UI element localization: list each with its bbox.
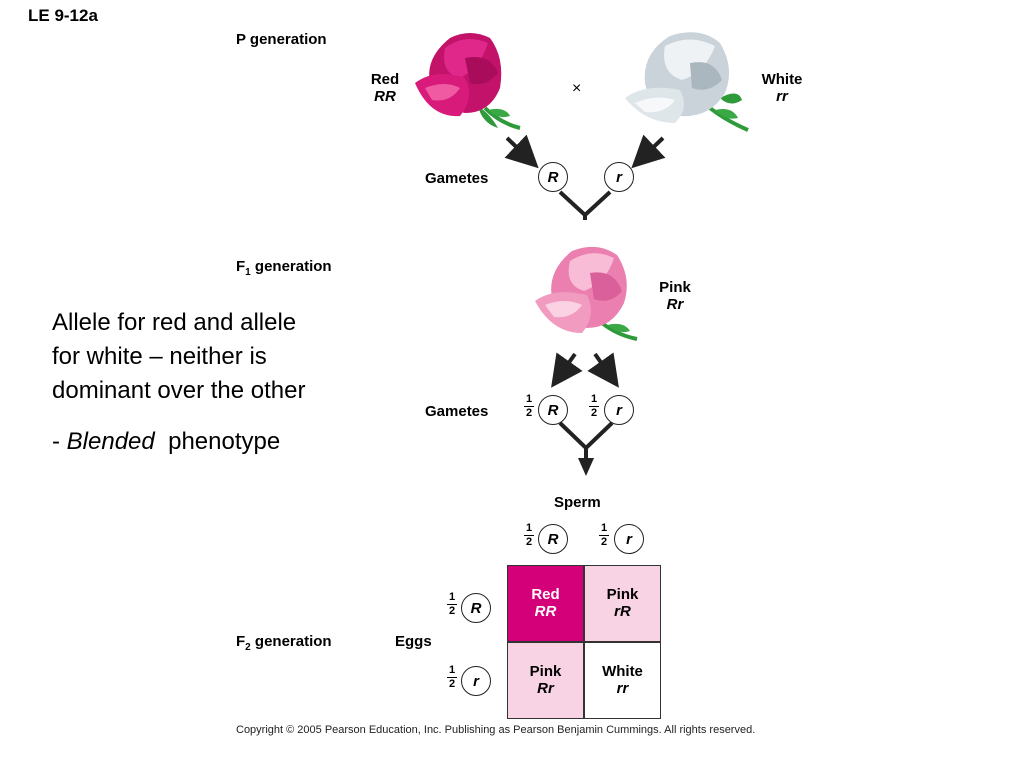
sperm-allele-r: r bbox=[614, 524, 644, 554]
f1-gamete-R: R bbox=[538, 395, 568, 425]
cell-name: Pink bbox=[606, 586, 639, 603]
cell-genotype: Rr bbox=[537, 680, 554, 697]
note-text: Allele for red and allele for white – ne… bbox=[52, 306, 306, 408]
punnett-cell-Rr: Pink Rr bbox=[507, 642, 584, 719]
frac-den: 2 bbox=[600, 536, 608, 548]
cell-name: Red bbox=[531, 586, 560, 603]
frac-den: 2 bbox=[525, 536, 533, 548]
f2-label-prefix: F bbox=[236, 633, 246, 650]
p-gametes-label: Gametes bbox=[425, 170, 489, 187]
frac-den: 2 bbox=[525, 407, 533, 419]
cell-genotype: rR bbox=[614, 603, 631, 620]
frac-den: 2 bbox=[448, 605, 456, 617]
cross-symbol: × bbox=[572, 80, 582, 97]
p-gamete-r: r bbox=[604, 162, 634, 192]
frac-num: 1 bbox=[590, 393, 598, 405]
white-flower-icon bbox=[625, 32, 749, 132]
sperm-allele-R: R bbox=[538, 524, 568, 554]
f2-label-sub: 2 bbox=[245, 642, 251, 653]
note-blended: - Blended phenotype bbox=[52, 425, 280, 459]
cell-name: Pink bbox=[529, 663, 562, 680]
parent1-name: Red bbox=[370, 71, 400, 88]
egg-allele-R: R bbox=[461, 593, 491, 623]
f1-gamete-arrows bbox=[551, 352, 619, 476]
f1-label-prefix: F bbox=[236, 258, 246, 275]
punnett-cell-rR: Pink rR bbox=[584, 565, 661, 642]
f1-gametes-label: Gametes bbox=[425, 403, 489, 420]
slide-title: LE 9-12a bbox=[28, 6, 98, 25]
frac-num: 1 bbox=[448, 664, 456, 676]
f2-generation-label: F2 generation bbox=[236, 633, 332, 653]
f1-offspring-name: Pink bbox=[659, 279, 691, 296]
sperm-label: Sperm bbox=[554, 494, 601, 511]
note-line-3: dominant over the other bbox=[52, 377, 306, 404]
f1-offspring-genotype: Rr bbox=[666, 296, 684, 313]
note-dash: - bbox=[52, 428, 67, 455]
note-line-1: Allele for red and allele bbox=[52, 309, 297, 336]
f1-generation-label: F1 generation bbox=[236, 258, 332, 278]
f1-offspring-label: Pink Rr bbox=[650, 279, 700, 313]
parent1-genotype: RR bbox=[374, 88, 396, 105]
egg-allele-r: r bbox=[461, 666, 491, 696]
note-emph: Blended bbox=[66, 428, 155, 455]
red-flower-icon bbox=[415, 33, 521, 130]
note-rest: phenotype bbox=[168, 428, 281, 455]
cell-genotype: RR bbox=[534, 603, 557, 620]
f1-label-suffix: generation bbox=[254, 258, 332, 275]
punnett-cell-rr: White rr bbox=[584, 642, 661, 719]
parent1-label: Red RR bbox=[360, 71, 410, 105]
frac-num: 1 bbox=[525, 393, 533, 405]
copyright-text: Copyright © 2005 Pearson Education, Inc.… bbox=[236, 724, 756, 736]
parent2-genotype: rr bbox=[776, 88, 788, 105]
p-gamete-arrows bbox=[504, 134, 666, 220]
punnett-square: Red RR Pink rR Pink Rr White rr bbox=[507, 565, 661, 719]
p-gamete-R: R bbox=[538, 162, 568, 192]
cell-genotype: rr bbox=[616, 680, 629, 697]
pink-flower-icon bbox=[535, 246, 638, 341]
f1-label-sub: 1 bbox=[245, 267, 251, 278]
f1-gamete-r: r bbox=[604, 395, 634, 425]
frac-num: 1 bbox=[448, 591, 456, 603]
frac-den: 2 bbox=[590, 407, 598, 419]
p-generation-label: P generation bbox=[236, 31, 327, 48]
frac-num: 1 bbox=[525, 522, 533, 534]
eggs-label: Eggs bbox=[395, 633, 432, 650]
parent2-label: White rr bbox=[752, 71, 812, 105]
frac-den: 2 bbox=[448, 678, 456, 690]
f2-label-suffix: generation bbox=[254, 633, 332, 650]
parent2-name: White bbox=[761, 71, 803, 88]
note-line-2: for white – neither is bbox=[52, 343, 267, 370]
cell-name: White bbox=[602, 663, 643, 680]
punnett-cell-RR: Red RR bbox=[507, 565, 584, 642]
frac-num: 1 bbox=[600, 522, 608, 534]
